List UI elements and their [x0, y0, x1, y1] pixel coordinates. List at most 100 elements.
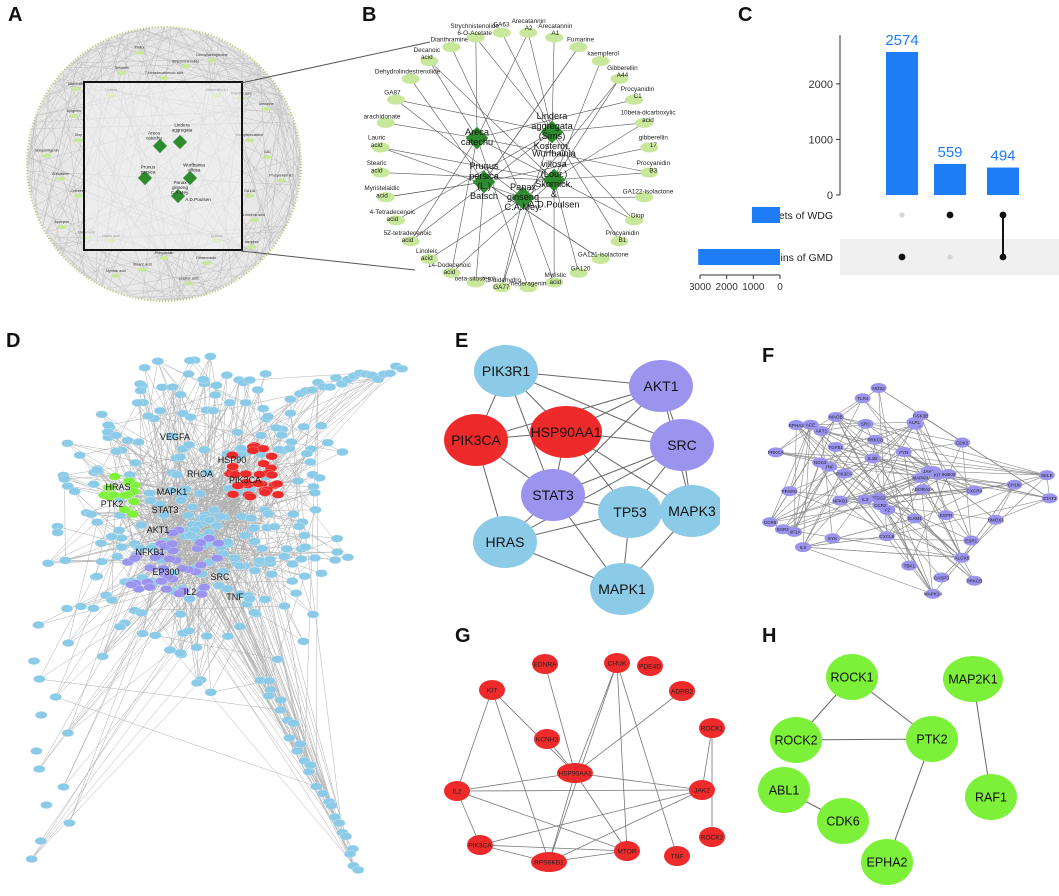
g-node	[532, 654, 558, 674]
d-node	[262, 676, 276, 685]
b-edge	[483, 147, 650, 183]
d-edge	[238, 535, 305, 562]
d-edge	[316, 382, 319, 787]
d-node	[40, 801, 53, 810]
d-node	[257, 459, 270, 468]
b-edge	[476, 137, 529, 288]
f-edge	[832, 537, 972, 541]
b-compound-node	[545, 277, 564, 288]
b-edge	[429, 60, 478, 139]
d-node	[25, 855, 38, 864]
d-node	[57, 783, 70, 792]
f-edge	[796, 424, 888, 537]
a-edge	[225, 254, 266, 286]
d-edge	[268, 389, 313, 474]
d-node	[197, 375, 210, 384]
d-node	[278, 552, 291, 561]
f-node-label: CASP3	[934, 575, 950, 580]
f-node-label: MAOB	[829, 415, 843, 420]
d-node	[294, 739, 307, 748]
b-compound-node	[376, 192, 395, 203]
d-node	[155, 383, 169, 392]
c-set-tick-label: 1000	[742, 282, 765, 293]
e-node	[474, 345, 538, 397]
b-compound-label: GA63	[493, 21, 510, 28]
panel-label-d: D	[6, 330, 21, 352]
d-edge	[216, 525, 261, 562]
a-edge	[293, 121, 299, 143]
d-node	[197, 583, 211, 592]
d-node	[290, 747, 304, 756]
d-node	[113, 622, 127, 631]
f-node	[906, 417, 923, 428]
d-edge	[160, 394, 216, 411]
g-edge	[548, 772, 576, 863]
b-compound-node	[466, 277, 485, 288]
d-edge	[97, 471, 336, 818]
a-compound-node	[201, 261, 212, 266]
f-node	[781, 486, 798, 497]
panel-label-c: C	[738, 4, 753, 26]
d-node	[228, 553, 241, 562]
a-edge	[34, 205, 172, 300]
g-node	[557, 763, 593, 783]
a-compound-label: Sesamin	[115, 66, 129, 70]
d-node	[95, 557, 108, 566]
f-node	[901, 560, 918, 571]
d-edge	[190, 416, 255, 446]
b-compound-node	[635, 192, 654, 203]
d-edge	[183, 373, 361, 634]
b-edge	[395, 99, 524, 199]
d-edge	[67, 443, 222, 485]
a-edge	[67, 49, 91, 68]
a-compound-node	[159, 256, 169, 260]
d-node	[58, 475, 71, 484]
d-edge	[101, 414, 238, 493]
d-edge	[31, 559, 227, 860]
a-edge	[95, 28, 179, 47]
b-edge	[553, 78, 620, 181]
f-edge	[909, 442, 963, 566]
d-node	[253, 470, 266, 479]
h-node	[817, 798, 869, 844]
a-compound-label: camphor	[245, 240, 260, 244]
panel-a-zoom-lines	[240, 41, 431, 271]
h-node-label: ABL1	[769, 784, 800, 798]
b-compound-node	[591, 56, 610, 67]
b-edge	[410, 78, 485, 183]
f-node	[963, 535, 980, 546]
b-compound-node	[569, 267, 588, 278]
d-edge	[148, 361, 159, 417]
f-edge	[835, 446, 1047, 476]
a-edge	[72, 32, 129, 64]
f-node	[914, 484, 931, 495]
f-edge	[878, 387, 910, 566]
a-edge	[42, 58, 79, 226]
f-node-label: CCR2	[874, 503, 887, 508]
b-edge	[380, 172, 555, 181]
d-node	[325, 801, 338, 810]
d-node	[186, 502, 199, 511]
g-node-label: MTOR	[617, 849, 637, 856]
a-edge	[42, 225, 129, 296]
a-compound-label: Myristic acid	[106, 269, 126, 273]
b-compound-label: GA122-isolactone	[623, 188, 674, 195]
f-edge	[903, 451, 916, 519]
f-edge	[864, 499, 934, 595]
a-compound-label: Ginsenoside	[196, 256, 216, 260]
d-edge	[224, 373, 385, 499]
a-edge	[27, 39, 109, 165]
f-node	[953, 552, 970, 563]
f-node-label: SRC	[861, 422, 871, 427]
b-compound-node	[591, 253, 610, 264]
f-node-label: F2	[885, 508, 891, 513]
a-compound-label: Arecoline	[259, 102, 274, 106]
f-edge	[802, 535, 887, 548]
